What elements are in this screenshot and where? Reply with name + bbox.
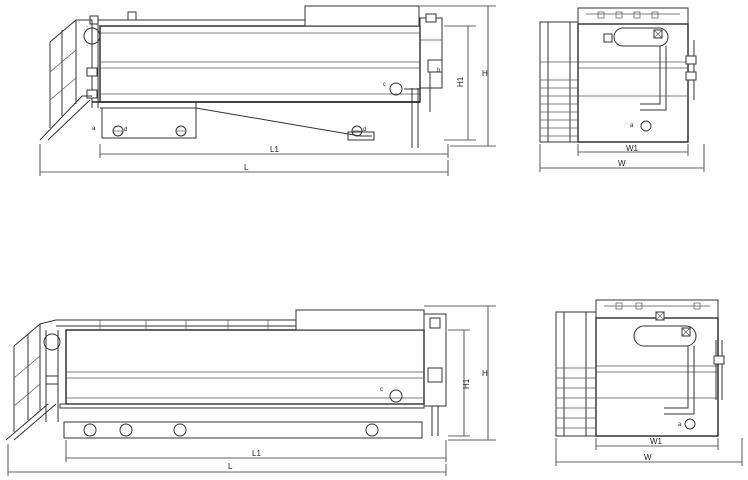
bottom-drain-1 — [83, 423, 97, 437]
end-drain-valve — [640, 120, 652, 132]
port-b-label: b — [437, 68, 441, 74]
bottom-drain-2 — [119, 423, 133, 437]
end-drain-valve-2 — [684, 418, 696, 430]
bottom-dim-h1-label: H1 — [462, 378, 471, 389]
tank-body — [99, 25, 421, 103]
bottom-dim-l-label: L — [228, 462, 233, 471]
dim-h-label: H — [482, 69, 488, 78]
bottom-end-view: a W1 W — [555, 299, 743, 466]
discharge-box — [419, 17, 443, 89]
bottom-dim-h-label: H — [482, 369, 488, 378]
port-c-label: c — [383, 82, 386, 88]
bottom-end-port-a-label: a — [678, 422, 682, 428]
bottom-drain-3 — [173, 423, 187, 437]
end-dim-w1-label: W1 — [626, 144, 639, 153]
top-cover-2 — [295, 309, 425, 331]
bottom-dim-l1-label: L1 — [252, 449, 261, 458]
port-d-label-1: d — [124, 127, 127, 133]
bottom-side-view: c H1 H L1 — [5, 305, 496, 476]
dim-l1-label: L1 — [270, 145, 279, 154]
dim-l-label: L — [244, 163, 249, 172]
top-side-view: a b c d d H1 H L1 L — [39, 5, 496, 176]
bottom-drain-4 — [365, 423, 379, 437]
discharge-box-2 — [423, 313, 447, 407]
access-ladder-2 — [555, 311, 597, 437]
end-dim-w-label: W — [618, 159, 626, 168]
dim-h1-label: H1 — [456, 76, 465, 87]
port-d-label-2: d — [363, 127, 366, 133]
access-ladder — [539, 21, 579, 143]
bottom-port-c-label: c — [380, 387, 383, 393]
end-port-a-label: a — [630, 123, 634, 129]
bottom-end-dim-w1-label: W1 — [650, 437, 663, 446]
pressure-vessel-2 — [633, 325, 697, 347]
top-end-view: a W1 W — [539, 7, 705, 172]
top-cover — [304, 5, 420, 27]
port-a-label: a — [92, 126, 96, 132]
tank-body-2 — [65, 329, 425, 405]
bottom-end-dim-w-label: W — [644, 453, 652, 462]
